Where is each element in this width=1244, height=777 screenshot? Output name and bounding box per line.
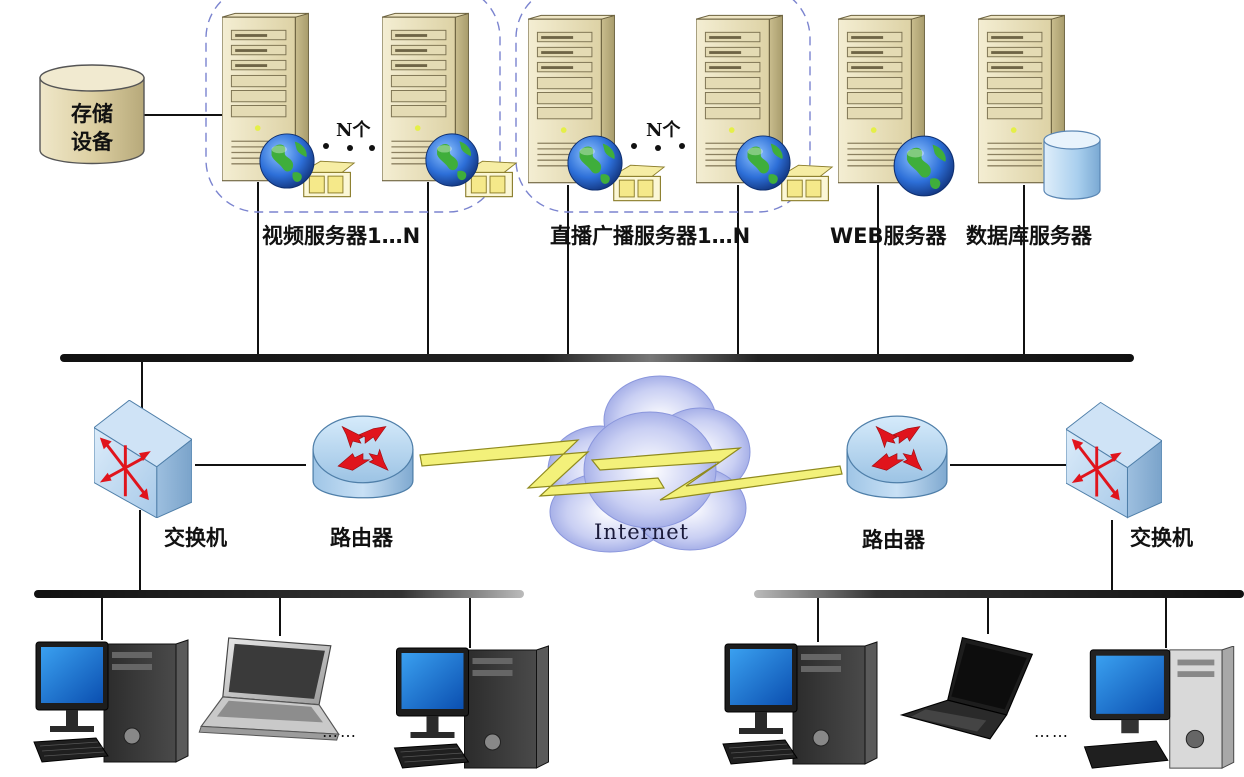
left-router-label: 路由器 (330, 526, 393, 550)
right-desktop-pc-n-icon (1083, 646, 1235, 769)
globe-icon (425, 133, 479, 187)
web-server-label: WEB服务器 (830, 224, 947, 248)
server-ellipsis-dots (323, 143, 685, 151)
db-server-label: 数据库服务器 (966, 224, 1092, 248)
left-clients-ellipsis: …… (322, 722, 358, 741)
main-backbone-bus (60, 354, 1134, 362)
right-router-label: 路由器 (862, 528, 925, 552)
wan-link-bolt-left (419, 439, 666, 497)
storage-label-line-2: 设备 (71, 130, 113, 154)
left-desktop-pc-n-icon (393, 645, 550, 769)
database-cylinder-icon (1043, 130, 1101, 200)
right-switch-label: 交换机 (1130, 526, 1193, 550)
right-router-icon (846, 415, 948, 499)
left-desktop-pc-1-icon (33, 639, 189, 763)
right-lan-bus (754, 590, 1244, 598)
globe-icon (567, 135, 623, 191)
video-servers-label: 视频服务器1…N (262, 224, 421, 248)
right-laptop-icon (901, 637, 1033, 740)
storage-device-label: 存储 设备 (58, 100, 126, 156)
right-clients-ellipsis: …… (1034, 722, 1070, 741)
right-desktop-pc-1-icon (722, 641, 878, 765)
video-server-cluster (205, 0, 501, 213)
left-lan-bus (34, 590, 524, 598)
video-server-count-label: N个 (336, 120, 371, 141)
storage-label-line-1: 存储 (71, 102, 113, 126)
internet-label: Internet (594, 520, 690, 544)
wan-link-bolt-right (590, 447, 843, 501)
globe-icon (735, 135, 791, 191)
left-router-icon (312, 415, 414, 499)
live-server-count-label: N个 (646, 120, 681, 141)
live-server-cluster (515, 0, 811, 213)
connection-lines (101, 114, 1167, 648)
globe-icon (893, 135, 955, 197)
left-switch-icon (94, 400, 192, 518)
left-switch-label: 交换机 (164, 526, 227, 550)
globe-icon (259, 133, 315, 189)
storage-cylinder-icon (39, 64, 145, 165)
left-laptop-icon (198, 637, 340, 741)
live-servers-label: 直播广播服务器1…N (550, 224, 751, 248)
right-switch-icon (1066, 400, 1162, 520)
